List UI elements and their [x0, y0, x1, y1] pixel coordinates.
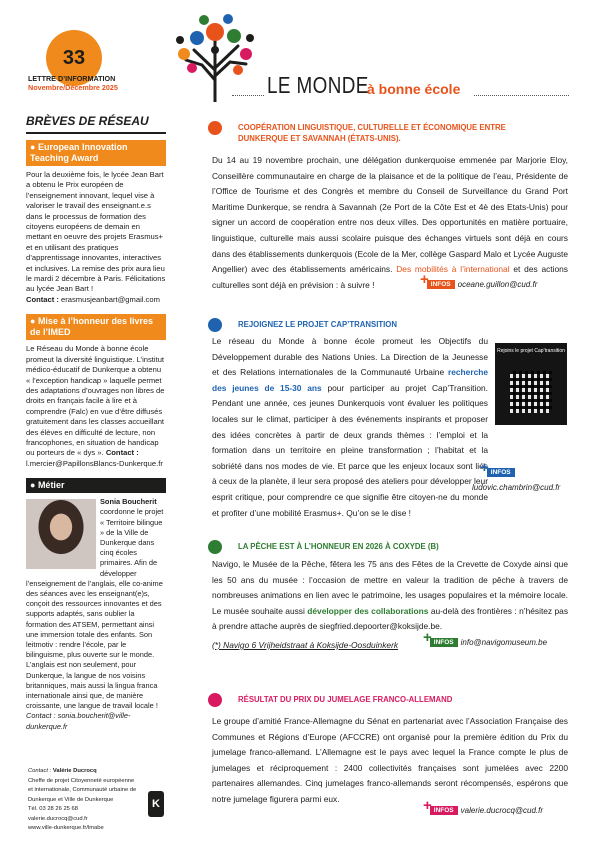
- infos-coxyde: + INFOS info@navigomuseum.be: [423, 629, 548, 647]
- newsletter-label-block: LETTRE D’INFORMATION Novembre/Décembre 2…: [28, 74, 128, 92]
- issue-number-badge: 33: [46, 30, 102, 86]
- plus-icon: +: [480, 459, 489, 476]
- article-body-coxyde: Navigo, le Musée de la Pêche, fêtera les…: [212, 559, 569, 632]
- sidebar-heading-award: ● European Innovation Teaching Award: [26, 140, 166, 166]
- article-body-savannah: Du 14 au 19 novembre prochain, une délég…: [212, 155, 568, 290]
- issue-number: 33: [62, 46, 86, 69]
- address-coxyde: (*) Navigo 6 Vrijheidstraat à Koksijde-O…: [212, 640, 399, 650]
- article-title: LA PÊCHE EST À L’HONNEUR EN 2026 À COXYD…: [238, 542, 439, 551]
- email-link[interactable]: ludovic.chambrin@cud.fr: [472, 483, 561, 492]
- email-link[interactable]: oceane.guillon@cud.fr: [457, 280, 538, 289]
- sidebar-heading-metier: ● Métier: [26, 478, 166, 494]
- portrait-photo: [26, 499, 96, 570]
- article-title: COOPÉRATION LINGUISTIQUE, CULTURELLE ET …: [238, 123, 506, 143]
- article-body-captransition: Le réseau du Monde à bonne école promeut…: [212, 336, 489, 518]
- infos-captransition: +INFOS ludovic.chambrin@cud.fr: [472, 459, 561, 492]
- sidebar-text-imed: Le Réseau du Monde à bonne école promeut…: [26, 344, 165, 468]
- newsletter-label: LETTRE D’INFORMATION: [28, 74, 116, 83]
- sidebar-text-award: Pour la deuxième fois, le lycée Jean Bar…: [26, 170, 166, 304]
- k-logo-icon: K: [148, 791, 164, 817]
- article-body-jumelage: Le groupe d’amitié France-Allemagne du S…: [212, 716, 568, 804]
- header-divider-left: [232, 95, 264, 96]
- header-divider-right: [474, 95, 569, 96]
- bullet-circle-icon: [208, 318, 222, 332]
- email-link[interactable]: valerie.ducrocq@cud.fr: [460, 806, 544, 815]
- sidebar-title: BRÈVES DE RÉSEAU: [26, 114, 166, 134]
- plus-icon: +: [423, 797, 432, 814]
- bullet-circle-icon: [208, 540, 222, 554]
- sidebar: BRÈVES DE RÉSEAU ● European Innovation T…: [26, 114, 172, 732]
- article-title: REJOIGNEZ LE PROJET CAP’TRANSITION: [238, 320, 397, 329]
- brand-sub: à bonne école: [367, 81, 461, 97]
- tree-logo-icon: [176, 14, 254, 102]
- qr-code[interactable]: Rejoins le projet Cap’transition: [495, 343, 567, 425]
- sidebar-heading-imed: ● Mise à l’honneur des livres de l’IMED: [26, 314, 166, 341]
- email-link[interactable]: info@navigomuseum.be: [460, 638, 548, 647]
- footer-contact: Contact : Valérie Ducrocq Cheffe de proj…: [28, 768, 137, 831]
- plus-icon: +: [420, 271, 429, 288]
- brand-main: LE MONDE: [267, 72, 369, 98]
- sidebar-text-metier: Sonia Boucherit coordonne le projet « Te…: [26, 497, 164, 731]
- infos-jumelage: + INFOS valerie.ducrocq@cud.fr: [423, 797, 544, 815]
- infos-savannah: + INFOS oceane.guillon@cud.fr: [420, 271, 538, 289]
- article-title: RÉSULTAT DU PRIX DU JUMELAGE FRANCO-ALLE…: [238, 695, 453, 704]
- newsletter-date: Novembre/Décembre 2025: [28, 83, 118, 92]
- brand-title: LE MONDE à bonne école: [267, 72, 460, 99]
- bullet-circle-icon: [208, 121, 222, 135]
- bullet-circle-icon: [208, 693, 222, 707]
- qr-code-icon: [510, 371, 552, 413]
- plus-icon: +: [423, 629, 432, 646]
